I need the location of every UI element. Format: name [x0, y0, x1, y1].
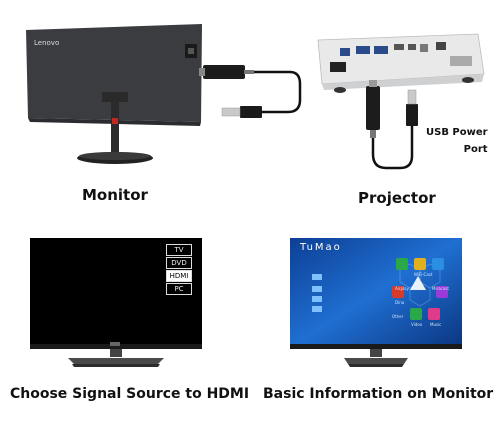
monitor-back-illustration: [26, 24, 302, 164]
screen-tile-label-airplay: Airplay: [395, 286, 409, 291]
screen-tile-label-wificast: WiFi-Cast: [414, 272, 433, 277]
caption-signal-source: Choose Signal Source to HDMI: [10, 386, 250, 402]
black-monitor-illustration: [30, 238, 202, 367]
signal-menu-item-dvd[interactable]: DVD: [166, 257, 192, 269]
signal-menu-item-tv[interactable]: TV: [166, 244, 192, 256]
signal-source-menu: TV DVD HDMI PC: [166, 244, 192, 295]
caption-projector: Projector: [358, 189, 436, 207]
info-monitor-illustration: [290, 238, 462, 367]
monitor-brand-label: Lenovo: [34, 39, 60, 47]
screen-tile-label-miracast: Miracast: [432, 286, 449, 291]
signal-menu-item-pc[interactable]: PC: [166, 283, 192, 295]
signal-menu-item-hdmi[interactable]: HDMI: [166, 270, 192, 282]
projector-illustration: [317, 33, 485, 170]
caption-monitor: Monitor: [82, 186, 148, 204]
caption-usb-line1: USB Power: [426, 127, 488, 138]
caption-usb-line2: Port: [463, 144, 488, 155]
caption-basic-info: Basic Information on Monitor: [263, 386, 494, 402]
screen-tile-label-video: Video: [411, 322, 423, 327]
screen-brand-label: TuMao: [300, 242, 342, 253]
screen-tile-label-other: Other: [392, 314, 404, 319]
screen-tile-label-music: Music: [430, 322, 442, 327]
caption-usb-power-port: USB Power Port: [426, 124, 488, 158]
screen-tile-label-dlna: Dlna: [395, 300, 405, 305]
